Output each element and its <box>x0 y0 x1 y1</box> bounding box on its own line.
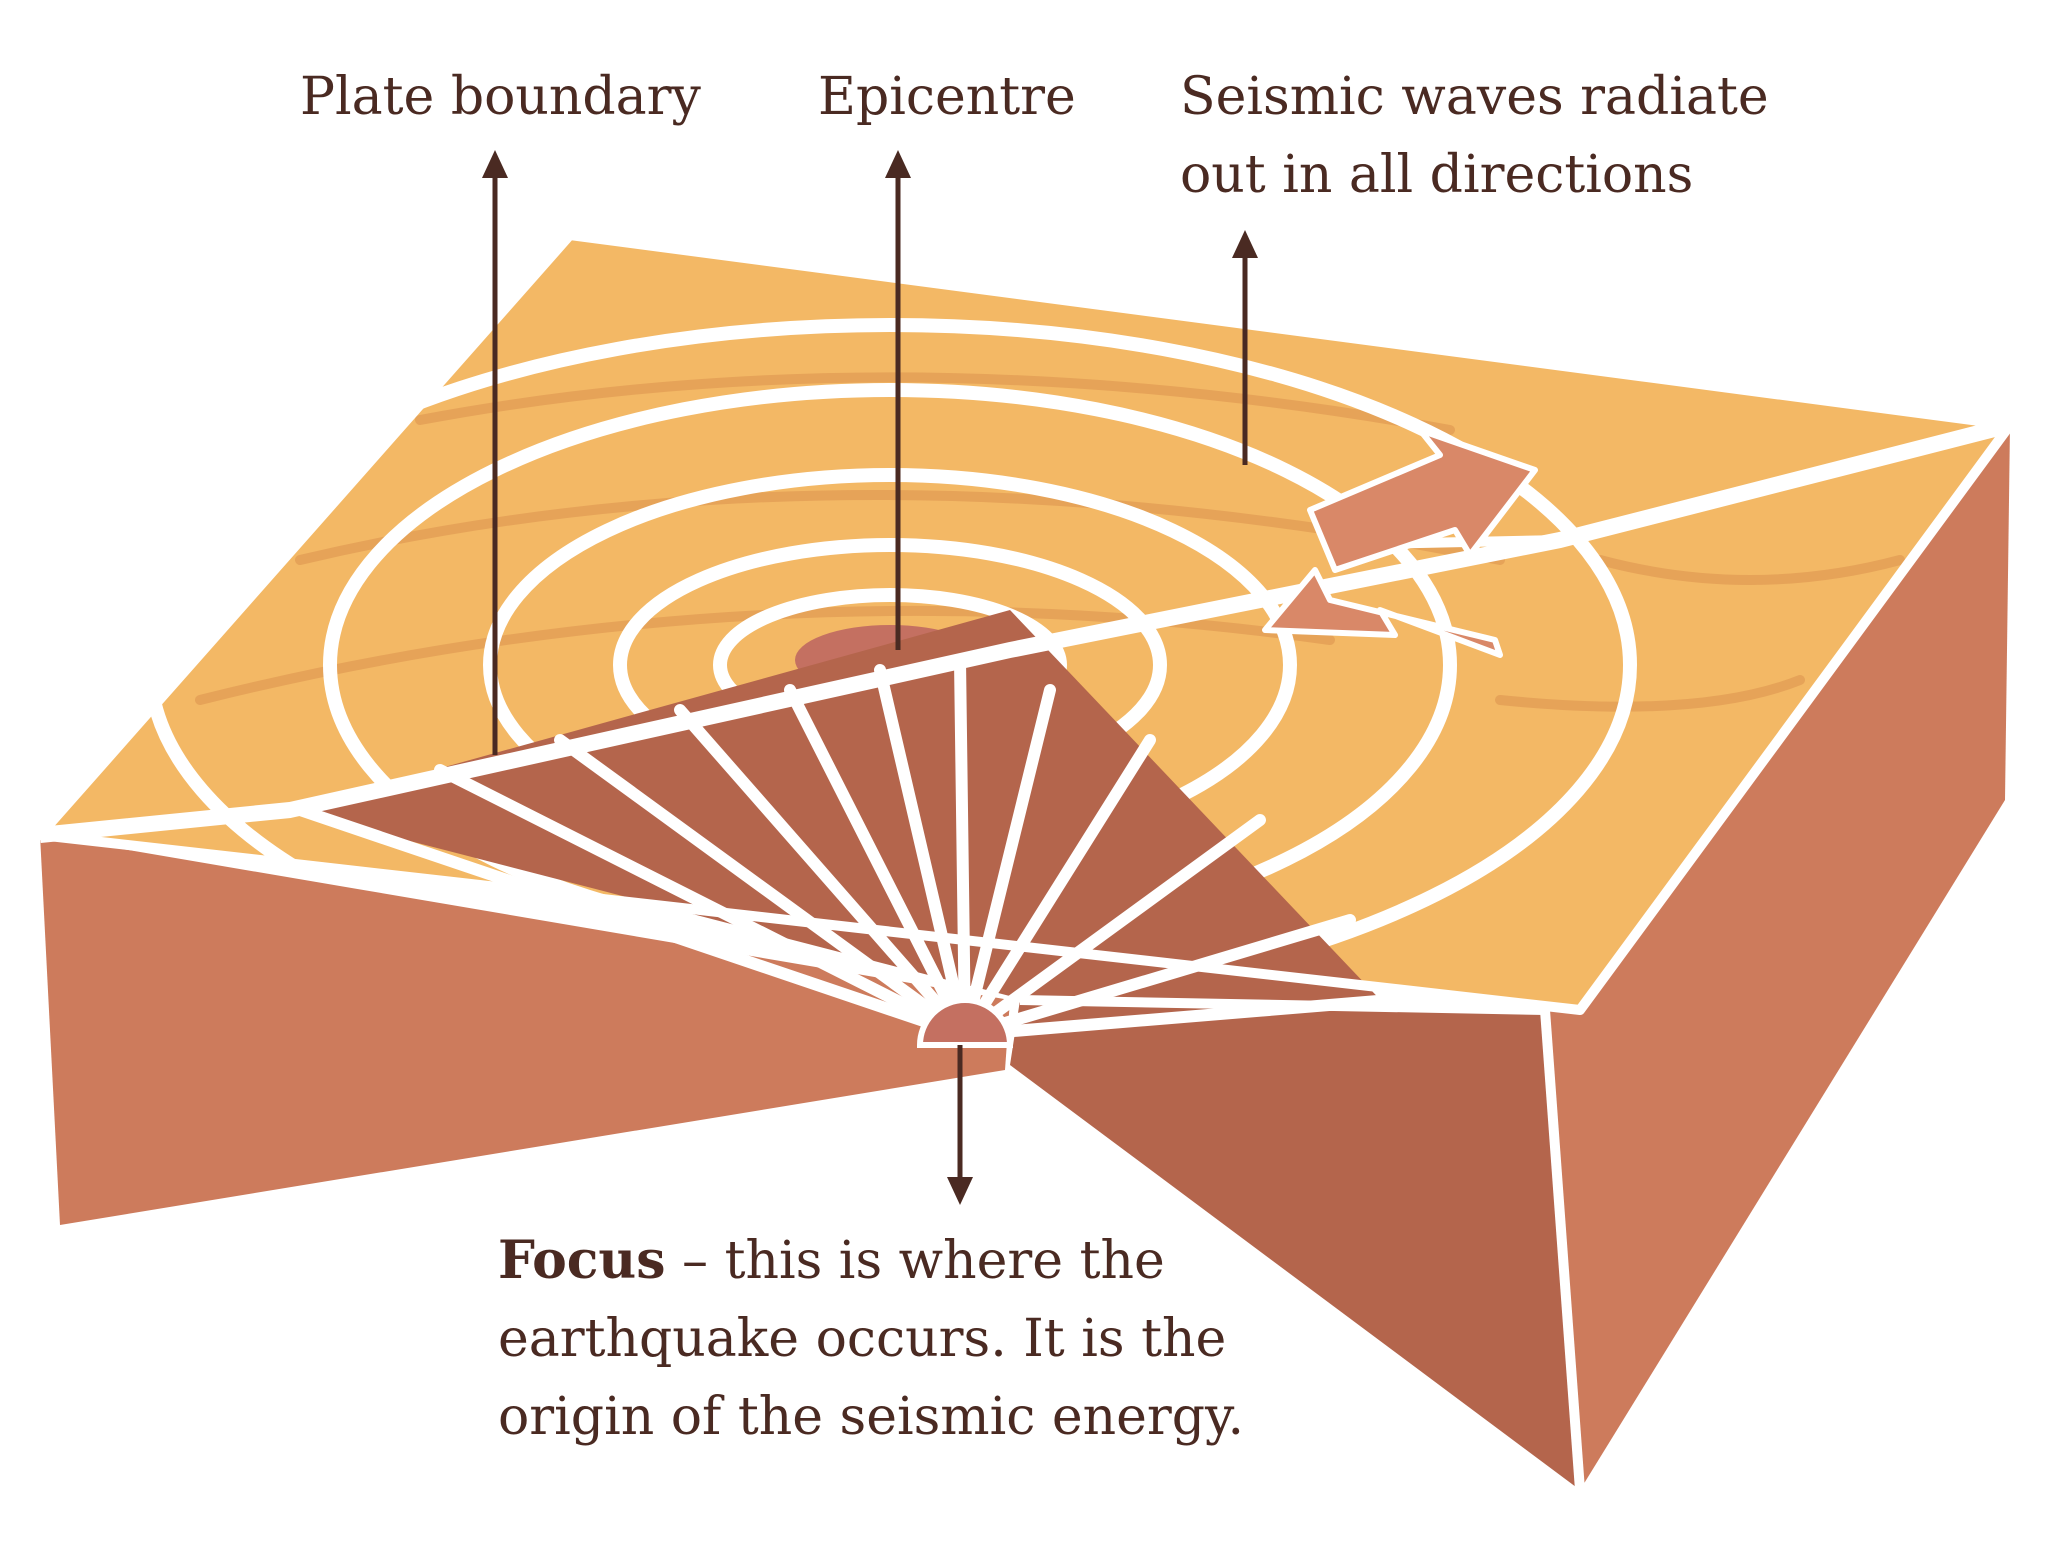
block-edge-front <box>1540 1009 1585 1491</box>
seismic-waves-label-line2: out in all directions <box>1180 145 1694 205</box>
label-leaders <box>482 150 1258 1205</box>
block-front-right-face <box>1010 1000 1580 1490</box>
block-right-face <box>1545 425 2010 1490</box>
focus-label-line1-rest: – this is where the <box>665 1231 1165 1291</box>
focus-label-line3: origin of the seismic energy. <box>498 1387 1245 1447</box>
epicentre-label: Epicentre <box>818 67 1076 127</box>
plate-boundary-label: Plate boundary <box>300 67 701 127</box>
block-edge-cut <box>1019 995 1546 1015</box>
focus-label-line2: earthquake occurs. It is the <box>498 1309 1227 1369</box>
focus-term: Focus <box>498 1230 666 1291</box>
energy-rays <box>294 654 1396 1041</box>
block-outline <box>35 230 2015 1015</box>
motion-arrow-left <box>1262 567 1503 658</box>
focus-label: Focus – this is where the earthquake occ… <box>498 1222 1244 1456</box>
block-front-left-face <box>40 835 1010 1225</box>
seismic-waves-label: Seismic waves radiate out in all directi… <box>1180 58 1769 214</box>
cutaway-wedge <box>290 610 1390 1010</box>
motion-arrow-right <box>1307 427 1538 573</box>
seismic-waves-label-line1: Seismic waves radiate <box>1180 67 1769 127</box>
focus-label-line1: Focus – this is where the <box>498 1222 1244 1300</box>
plate-boundary-line <box>39 417 2012 843</box>
focus-point <box>916 997 1014 1048</box>
